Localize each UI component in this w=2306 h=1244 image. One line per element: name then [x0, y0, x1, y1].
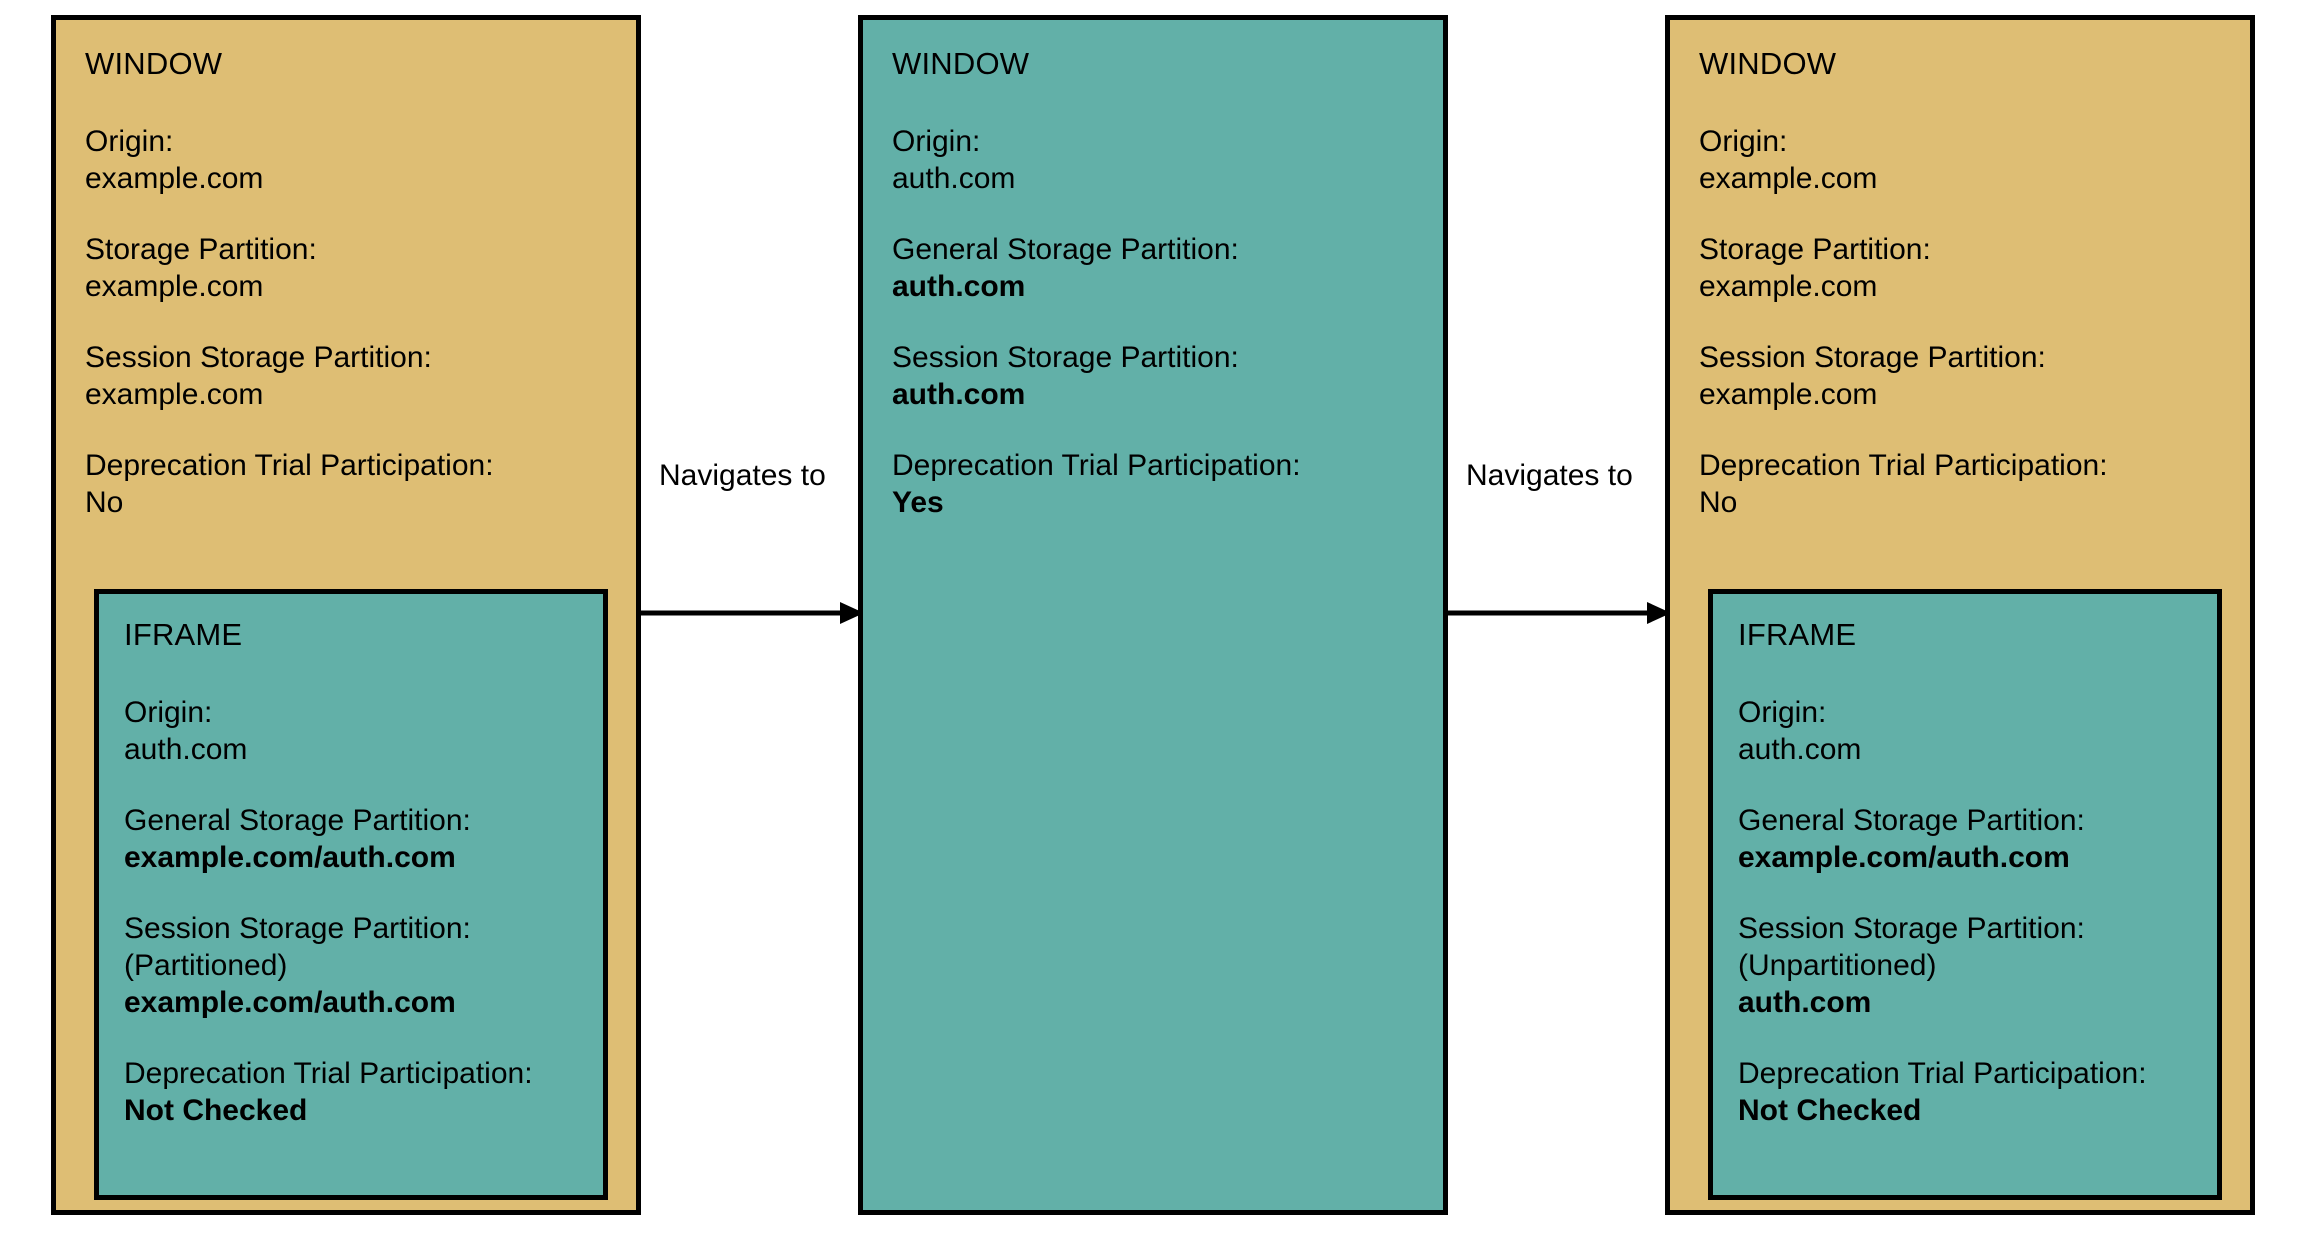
iframe-heading-3: IFRAME [1738, 617, 1857, 652]
field-label: Session Storage Partition: [1738, 912, 2085, 945]
field-origin: Origin: auth.com [124, 694, 603, 768]
window-heading-3: WINDOW [1699, 46, 1837, 81]
field-label: Storage Partition: [85, 233, 317, 266]
field-label: General Storage Partition: [892, 233, 1239, 266]
field-value: Not Checked [124, 1094, 308, 1127]
window-heading-1: WINDOW [85, 46, 223, 81]
field-value: example.com [85, 378, 264, 411]
field-value: Not Checked [1738, 1094, 1922, 1127]
field-value: No [85, 486, 124, 519]
navigates-to-arrow-2 [1443, 602, 1671, 624]
field-origin: Origin: example.com [1699, 123, 2250, 197]
field-value: example.com [1699, 270, 1878, 303]
field-label: Origin: [124, 696, 213, 729]
field-sublabel: (Partitioned) [124, 949, 288, 982]
field-deprecation-trial-participation: Deprecation Trial Participation: No [85, 447, 636, 521]
field-session-storage-partition: Session Storage Partition: example.com [85, 339, 636, 413]
field-storage-partition: Storage Partition: example.com [1699, 231, 2250, 305]
field-session-storage-partition: Session Storage Partition: auth.com [892, 339, 1443, 413]
field-label: Storage Partition: [1699, 233, 1931, 266]
field-label: General Storage Partition: [1738, 804, 2085, 837]
field-value: example.com/auth.com [124, 841, 456, 874]
field-deprecation-trial-participation: Deprecation Trial Participation: Yes [892, 447, 1443, 521]
field-origin: Origin: auth.com [892, 123, 1443, 197]
iframe-content-1: IFRAME Origin: auth.com General Storage … [99, 594, 603, 1129]
field-session-storage-partition: Session Storage Partition: example.com [1699, 339, 2250, 413]
field-value: example.com [85, 162, 264, 195]
field-value: example.com [1699, 162, 1878, 195]
field-deprecation-trial-participation: Deprecation Trial Participation: Not Che… [1738, 1055, 2217, 1129]
field-value: auth.com [892, 162, 1016, 195]
window-panel-3: WINDOW Origin: example.com Storage Parti… [1665, 15, 2255, 1215]
field-label: Session Storage Partition: [892, 341, 1239, 374]
field-label: Origin: [85, 125, 174, 158]
field-label: Deprecation Trial Participation: [892, 449, 1301, 482]
field-deprecation-trial-participation: Deprecation Trial Participation: Not Che… [124, 1055, 603, 1129]
iframe-content-3: IFRAME Origin: auth.com General Storage … [1713, 594, 2217, 1129]
field-origin: Origin: auth.com [1738, 694, 2217, 768]
field-sublabel: (Unpartitioned) [1738, 949, 1937, 982]
field-label: Session Storage Partition: [124, 912, 471, 945]
field-label: Origin: [1699, 125, 1788, 158]
navigates-to-arrow-1 [636, 602, 864, 624]
field-general-storage-partition: General Storage Partition: example.com/a… [124, 802, 603, 876]
field-label: Deprecation Trial Participation: [1699, 449, 2108, 482]
field-value: example.com [1699, 378, 1878, 411]
field-value: No [1699, 486, 1738, 519]
field-value: example.com/auth.com [124, 986, 456, 1019]
field-general-storage-partition: General Storage Partition: auth.com [892, 231, 1443, 305]
field-value: auth.com [1738, 986, 1872, 1019]
field-origin: Origin: example.com [85, 123, 636, 197]
field-label: Deprecation Trial Participation: [124, 1057, 533, 1090]
field-label: Origin: [892, 125, 981, 158]
iframe-box-1: IFRAME Origin: auth.com General Storage … [94, 589, 608, 1200]
window-heading-2: WINDOW [892, 46, 1030, 81]
window-content-3: WINDOW Origin: example.com Storage Parti… [1670, 20, 2250, 521]
field-session-storage-partition: Session Storage Partition: (Partitioned)… [124, 910, 603, 1021]
field-value: auth.com [124, 733, 248, 766]
field-value: auth.com [892, 270, 1026, 303]
window-content-2: WINDOW Origin: auth.com General Storage … [863, 20, 1443, 521]
field-label: Session Storage Partition: [1699, 341, 2046, 374]
arrow-label-navigates-to-1: Navigates to [659, 459, 826, 492]
arrow-label-navigates-to-2: Navigates to [1466, 459, 1633, 492]
field-label: Deprecation Trial Participation: [1738, 1057, 2147, 1090]
field-label: Session Storage Partition: [85, 341, 432, 374]
field-storage-partition: Storage Partition: example.com [85, 231, 636, 305]
window-content-1: WINDOW Origin: example.com Storage Parti… [56, 20, 636, 521]
iframe-heading-1: IFRAME [124, 617, 243, 652]
field-value: example.com [85, 270, 264, 303]
field-value: auth.com [1738, 733, 1862, 766]
field-value: Yes [892, 486, 944, 519]
window-panel-1: WINDOW Origin: example.com Storage Parti… [51, 15, 641, 1215]
field-value: auth.com [892, 378, 1026, 411]
field-value: example.com/auth.com [1738, 841, 2070, 874]
field-label: General Storage Partition: [124, 804, 471, 837]
field-label: Origin: [1738, 696, 1827, 729]
field-deprecation-trial-participation: Deprecation Trial Participation: No [1699, 447, 2250, 521]
field-general-storage-partition: General Storage Partition: example.com/a… [1738, 802, 2217, 876]
window-panel-2: WINDOW Origin: auth.com General Storage … [858, 15, 1448, 1215]
field-session-storage-partition: Session Storage Partition: (Unpartitione… [1738, 910, 2217, 1021]
iframe-box-3: IFRAME Origin: auth.com General Storage … [1708, 589, 2222, 1200]
field-label: Deprecation Trial Participation: [85, 449, 494, 482]
